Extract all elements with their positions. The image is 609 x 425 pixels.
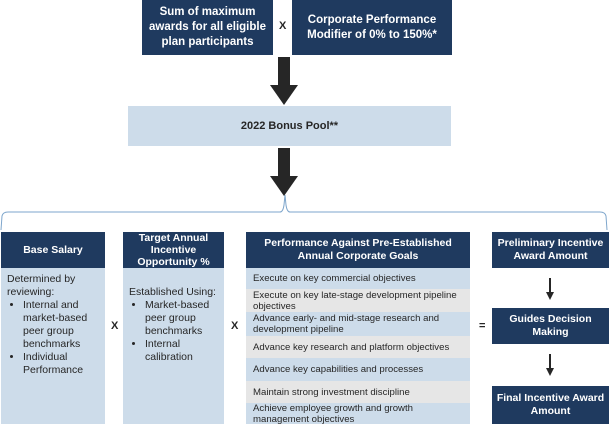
- goals-list: Execute on key commercial objectives Exe…: [246, 268, 470, 425]
- preliminary-award-box: Preliminary Incentive Award Amount: [492, 232, 609, 268]
- goal-item: Execute on key commercial objectives: [246, 268, 470, 289]
- target-bullet: Market-based peer group benchmarks: [145, 299, 218, 338]
- goals-header: Performance Against Pre-Established Annu…: [246, 232, 470, 268]
- brace-connector: [0, 195, 608, 231]
- down-arrow-icon: [546, 354, 554, 376]
- performance-modifier-box: Corporate Performance Modifier of 0% to …: [292, 0, 452, 55]
- max-awards-box: Sum of maximum awards for all eligible p…: [142, 0, 273, 55]
- goal-item: Execute on key late-stage development pi…: [246, 289, 470, 312]
- equals-operator: =: [479, 320, 486, 332]
- multiply-operator: X: [279, 20, 287, 32]
- target-bullet: Internal calibration: [145, 338, 218, 364]
- goal-item: Advance key research and platform object…: [246, 336, 470, 358]
- down-arrow-icon: [270, 148, 298, 196]
- goal-item: Achieve employee growth and growth manag…: [246, 403, 470, 425]
- bonus-pool-box: 2022 Bonus Pool**: [128, 106, 451, 146]
- goal-item: Advance early- and mid-stage research an…: [246, 312, 470, 336]
- guides-decision-box: Guides Decision Making: [492, 308, 609, 344]
- goal-item: Advance key capabilities and processes: [246, 358, 470, 381]
- down-arrow-icon: [270, 57, 298, 105]
- base-salary-bullet: Individual Performance: [23, 351, 99, 377]
- down-arrow-icon: [546, 278, 554, 300]
- base-salary-bullet: Internal and market-based peer group ben…: [23, 299, 99, 351]
- base-salary-header: Base Salary: [1, 232, 105, 268]
- target-intro: Established Using:: [129, 286, 216, 298]
- target-incentive-body: Established Using: Market-based peer gro…: [123, 268, 224, 424]
- multiply-operator: X: [111, 320, 119, 332]
- base-salary-intro: Determined by reviewing:: [7, 273, 76, 298]
- multiply-operator: X: [231, 320, 239, 332]
- goal-item: Maintain strong investment discipline: [246, 381, 470, 403]
- base-salary-body: Determined by reviewing: Internal and ma…: [1, 268, 105, 424]
- target-incentive-header: Target Annual Incentive Opportunity %: [123, 232, 224, 268]
- final-award-box: Final Incentive Award Amount: [492, 386, 609, 424]
